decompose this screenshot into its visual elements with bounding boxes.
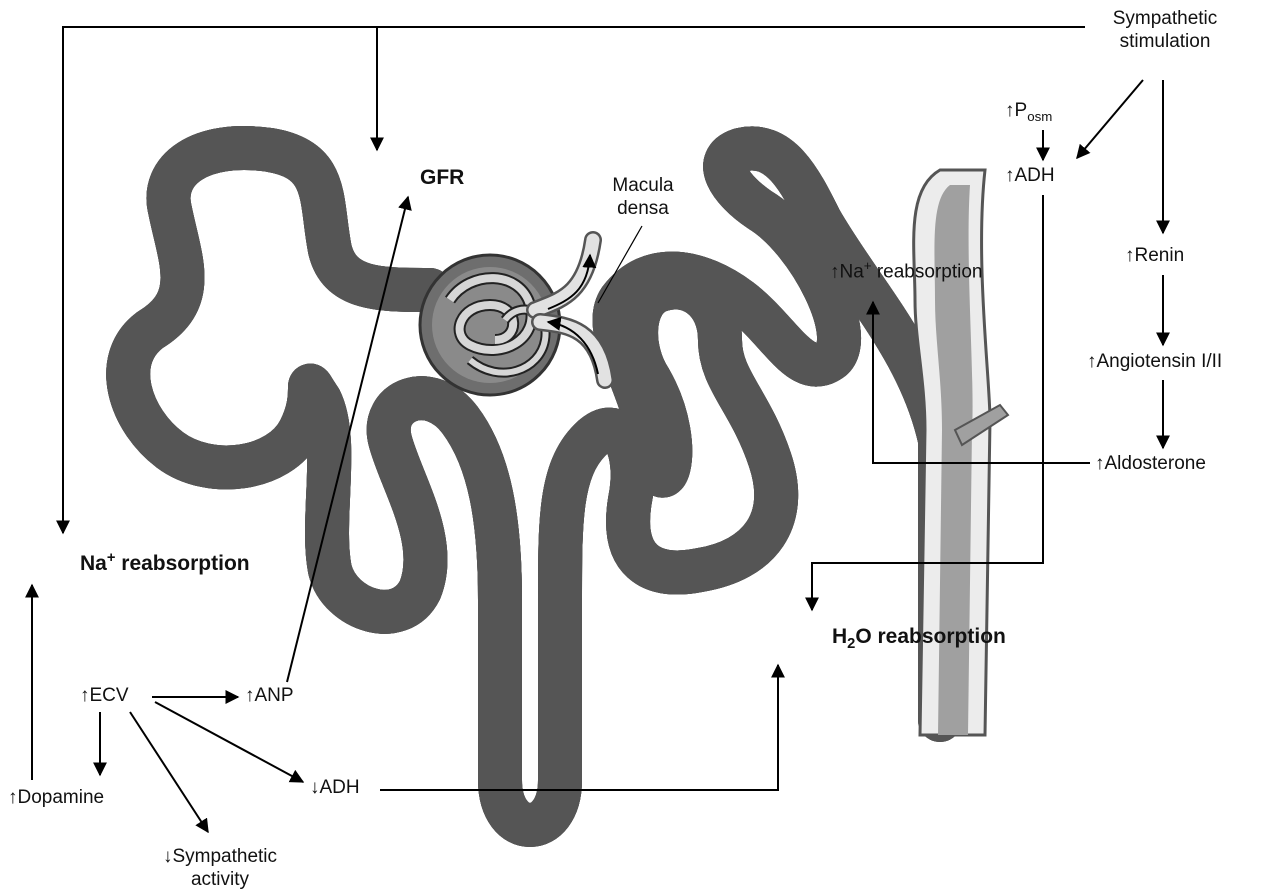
dopamine-label: ↑Dopamine: [8, 787, 104, 810]
angiotensin-label: ↑Angiotensin I/II: [1087, 351, 1222, 374]
na-up-superscript: +: [864, 258, 872, 273]
na-up-prefix: ↑Na: [830, 261, 864, 282]
aldosterone-label: ↑Aldosterone: [1095, 453, 1206, 476]
anp-label: ↑ANP: [245, 685, 294, 708]
arrow-symp-to-adh: [1077, 80, 1143, 158]
arrow-ecv-to-adh: [155, 702, 303, 782]
macula-densa-label: Macula densa: [598, 175, 688, 221]
adh-down-label: ↓ADH: [310, 777, 360, 800]
arrow-ecv-to-symp: [130, 712, 208, 832]
na-reabsorption-label: Na+ reabsorption: [80, 550, 250, 576]
h2o-prefix: H: [832, 625, 847, 648]
ecv-label: ↑ECV: [80, 685, 129, 708]
na-reabsorption-up-label: ↑Na+ reabsorption: [830, 258, 982, 284]
posm-label: ↑Posm: [1005, 100, 1052, 125]
sympathetic-stimulation-label: Sympathetic stimulation: [1090, 8, 1240, 54]
posm-arrow-text: ↑P: [1005, 100, 1027, 121]
h2o-reabsorption-label: H2O reabsorption: [832, 624, 1006, 654]
adh-up-label: ↑ADH: [1005, 165, 1055, 188]
h2o-suffix: O reabsorption: [855, 625, 1006, 648]
renin-label: ↑Renin: [1125, 245, 1184, 268]
sympathetic-activity-label: ↓Sympathetic activity: [140, 846, 300, 892]
nephron-tubule: [128, 148, 940, 825]
posm-subscript: osm: [1027, 109, 1052, 124]
na-main-suffix: reabsorption: [115, 552, 249, 575]
na-main-prefix: Na: [80, 552, 107, 575]
gfr-label: GFR: [420, 165, 464, 190]
na-up-suffix: reabsorption: [872, 261, 983, 282]
